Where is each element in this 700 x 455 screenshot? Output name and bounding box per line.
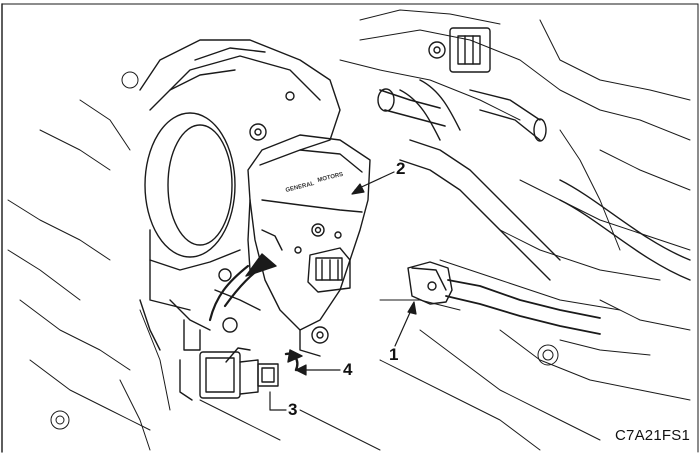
embossed-text-left: GENERAL xyxy=(285,181,315,194)
callout-3: 3 xyxy=(288,400,298,419)
figure-code: C7A21FS1 xyxy=(615,427,690,444)
leader-lines xyxy=(269,171,417,411)
callout-2: 2 xyxy=(396,159,406,178)
lower-engine-parts xyxy=(7,71,381,451)
throttle-body xyxy=(139,39,341,351)
coolant-hoses xyxy=(377,79,691,281)
frame-lines xyxy=(1,3,699,453)
harness-connector xyxy=(407,261,601,335)
removal-arrow xyxy=(208,253,277,322)
engine-background xyxy=(339,9,691,451)
callout-4: 4 xyxy=(343,360,353,379)
embossed-text-right: MOTORS xyxy=(317,172,344,184)
upper-sensor xyxy=(428,27,491,73)
lock-tab-arrow xyxy=(284,349,303,372)
callout-1: 1 xyxy=(389,345,399,364)
sensor-connector xyxy=(307,247,351,293)
position-sensor xyxy=(247,134,371,357)
connector-detail xyxy=(179,319,279,401)
